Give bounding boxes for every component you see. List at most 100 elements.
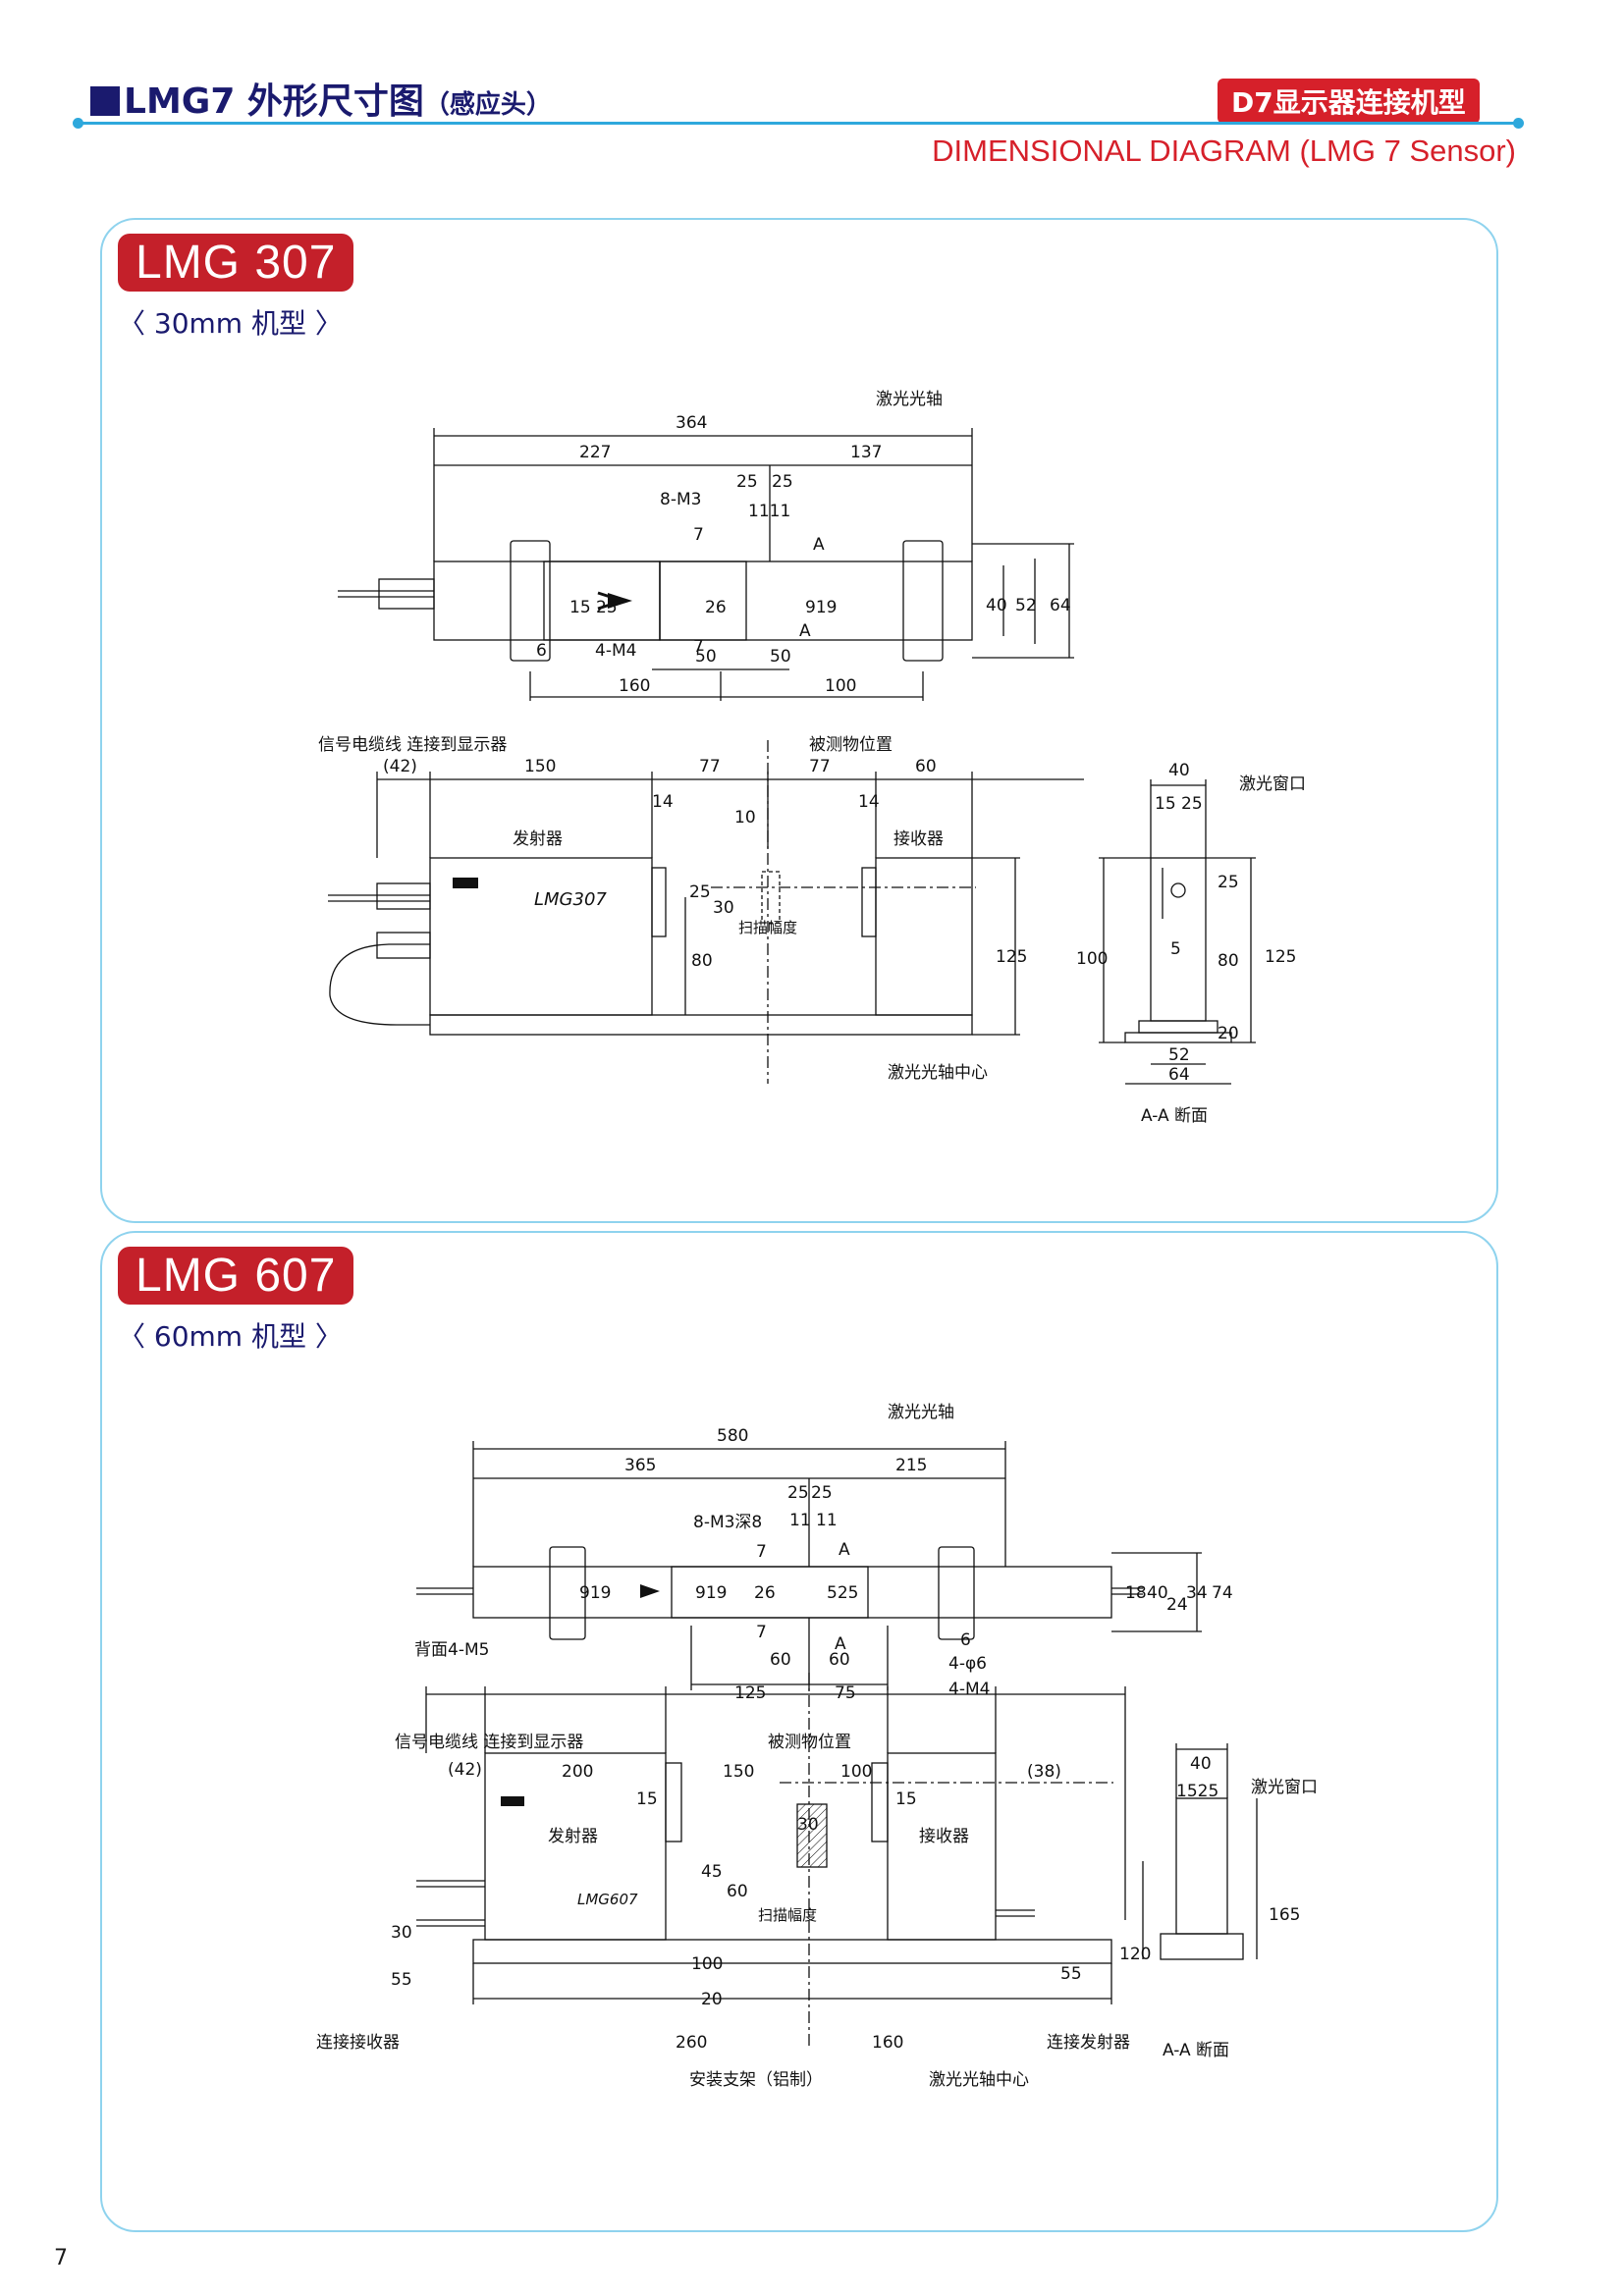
lmg307-top-d11: 1111	[748, 502, 790, 521]
lmg307-front-laser-center: 激光光轴中心	[888, 1063, 988, 1083]
lmg607-variant-label: 〈 60mm 机型 〉	[118, 1320, 343, 1353]
lmg607-top-d26: 26	[754, 1583, 776, 1603]
lmg607-front-to-emitter: 连接发射器	[1047, 2033, 1130, 2053]
lmg607-top-sec-a2: A	[835, 1634, 846, 1654]
lmg607-front-brand: LMG607	[577, 1891, 638, 1908]
lmg607-top-d580: 580	[717, 1426, 748, 1446]
lmg607-panel: LMG 607 〈 60mm 机型 〉	[100, 1231, 1498, 2232]
lmg307-top-d6: 6	[536, 641, 547, 661]
lmg607-top-d11: 11 11	[789, 1511, 838, 1530]
page-number: 7	[54, 2246, 68, 2270]
lmg607-front-d55l: 55	[391, 1970, 412, 1990]
lmg607-top-d919b: 919	[695, 1583, 727, 1603]
lmg607-front-d15b: 15	[895, 1789, 917, 1809]
lmg607-top-d365: 365	[624, 1456, 656, 1475]
lmg307-side-d1525: 15 25	[1155, 794, 1203, 814]
lmg307-side-d20: 20	[1218, 1024, 1239, 1043]
lmg607-top-d75: 75	[835, 1683, 856, 1703]
lmg607-top-d34: 34	[1186, 1583, 1208, 1603]
lmg607-front-d38: (38)	[1027, 1762, 1061, 1782]
lmg307-side-window: 激光窗口	[1239, 774, 1306, 794]
lmg607-front-emitter: 发射器	[548, 1827, 598, 1846]
lmg307-top-d7a: 7	[693, 525, 704, 545]
lmg607-front-d260: 260	[676, 2033, 707, 2053]
lmg307-top-d1525: 15 25	[569, 598, 618, 617]
lmg607-front-scan: 扫描幅度	[758, 1906, 817, 1924]
lmg307-front-d150: 150	[524, 757, 556, 776]
page-title-sub: （感应头）	[423, 90, 552, 120]
lmg607-top-m3: 8-M3深8	[693, 1513, 762, 1532]
lmg307-side-d125: 125	[1265, 947, 1296, 967]
lmg607-side-window: 激光窗口	[1251, 1778, 1318, 1797]
lmg607-front-d30: 30	[797, 1815, 819, 1835]
lmg607-front-laser-center: 激光光轴中心	[929, 2070, 1029, 2090]
lmg307-side-d64: 64	[1168, 1065, 1190, 1085]
lmg307-top-d25a: 25	[736, 472, 758, 492]
lmg607-top-d40: 40	[1147, 1583, 1168, 1603]
lmg607-top-d125: 125	[734, 1683, 766, 1703]
lmg307-front-d77b: 77	[809, 757, 831, 776]
lmg307-top-d50a: 50	[695, 647, 717, 667]
lmg607-front-target-pos: 被测物位置	[768, 1733, 851, 1752]
lmg607-side-d165: 165	[1269, 1905, 1300, 1925]
lmg307-front-d77a: 77	[699, 757, 721, 776]
lmg607-side-d120: 120	[1119, 1945, 1151, 1964]
lmg307-top-d100: 100	[825, 676, 856, 696]
lmg307-front-d125: 125	[996, 947, 1027, 967]
lmg607-front-d100v: 100	[691, 1954, 723, 1974]
lmg607-top-d525: 525	[827, 1583, 858, 1603]
lmg307-front-d42: (42)	[383, 757, 417, 776]
lmg607-top-d215: 215	[895, 1456, 927, 1475]
lmg307-side-d5: 5	[1170, 939, 1181, 959]
lmg607-top-laser-axis: 激光光轴	[888, 1403, 954, 1422]
lmg607-front-d200: 200	[562, 1762, 593, 1782]
lmg307-top-d50b: 50	[770, 647, 791, 667]
lmg307-front-scan: 扫描幅度	[738, 919, 797, 936]
lmg307-top-d64: 64	[1050, 596, 1071, 615]
lmg607-front-d160: 160	[872, 2033, 903, 2053]
lmg607-model-label: LMG 607	[118, 1247, 354, 1305]
lmg307-front-d30: 30	[713, 898, 734, 918]
lmg307-top-laser-axis: 激光光轴	[876, 390, 943, 409]
lmg307-panel: LMG 307 〈 30mm 机型 〉	[100, 218, 1498, 1223]
header-divider	[73, 118, 1524, 129]
square-bullet-icon	[90, 86, 120, 116]
lmg307-top-d52: 52	[1015, 596, 1037, 615]
lmg307-side-d52: 52	[1168, 1045, 1190, 1065]
lmg607-top-d60a: 60	[770, 1650, 791, 1670]
lmg607-top-d919a: 919	[579, 1583, 611, 1603]
lmg307-side-d80: 80	[1218, 951, 1239, 971]
lmg607-top-sec-a1: A	[839, 1540, 850, 1560]
lmg307-front-d80: 80	[691, 951, 713, 971]
lmg607-front-d20: 20	[701, 1990, 723, 2009]
lmg307-top-d160: 160	[619, 676, 650, 696]
lmg607-front-d55r: 55	[1060, 1964, 1082, 1984]
lmg307-drawing: 激光光轴 364 227 137 25 25 1111 8-M3 A A 7 7…	[318, 390, 1306, 1126]
lmg307-front-d14a: 14	[652, 792, 674, 812]
lmg307-side-d40: 40	[1168, 761, 1190, 780]
lmg607-top-d7a: 7	[756, 1542, 767, 1562]
page-title-main: LMG7 外形尺寸图	[124, 81, 424, 122]
lmg307-front-d10: 10	[734, 808, 756, 828]
lmg307-front-d14b: 14	[858, 792, 880, 812]
lmg307-top-d227: 227	[579, 443, 611, 462]
lmg307-top-d364: 364	[676, 413, 707, 433]
lmg307-model-label: LMG 307	[118, 234, 354, 292]
lmg607-front-d60: 60	[727, 1882, 748, 1901]
lmg607-side-d1525: 1525	[1176, 1782, 1218, 1801]
lmg307-top-m4: 4-M4	[595, 641, 636, 661]
lmg607-top-m4: 4-M4	[948, 1680, 990, 1699]
lmg307-top-sec-a1: A	[813, 535, 825, 555]
lmg307-front-receiver: 接收器	[893, 829, 944, 849]
lmg607-front-d45: 45	[701, 1862, 723, 1882]
lmg607-front-to-receiver: 连接接收器	[316, 2033, 400, 2053]
lmg307-side-section: A-A 断面	[1141, 1106, 1208, 1126]
display-compatibility-badge: D7显示器连接机型	[1218, 79, 1480, 124]
lmg607-top-d25a: 25	[787, 1483, 809, 1503]
lmg607-top-back-m5: 背面4-M5	[414, 1640, 489, 1660]
lmg307-front-target-pos: 被测物位置	[809, 735, 893, 755]
lmg307-top-d919: 919	[805, 598, 837, 617]
lmg607-drawing: 激光光轴 580 365 215 25 25 11 11 8-M3深8 A A …	[316, 1403, 1318, 2090]
lmg307-top-m3: 8-M3	[660, 490, 701, 509]
lmg607-top-d24: 24	[1166, 1595, 1188, 1615]
